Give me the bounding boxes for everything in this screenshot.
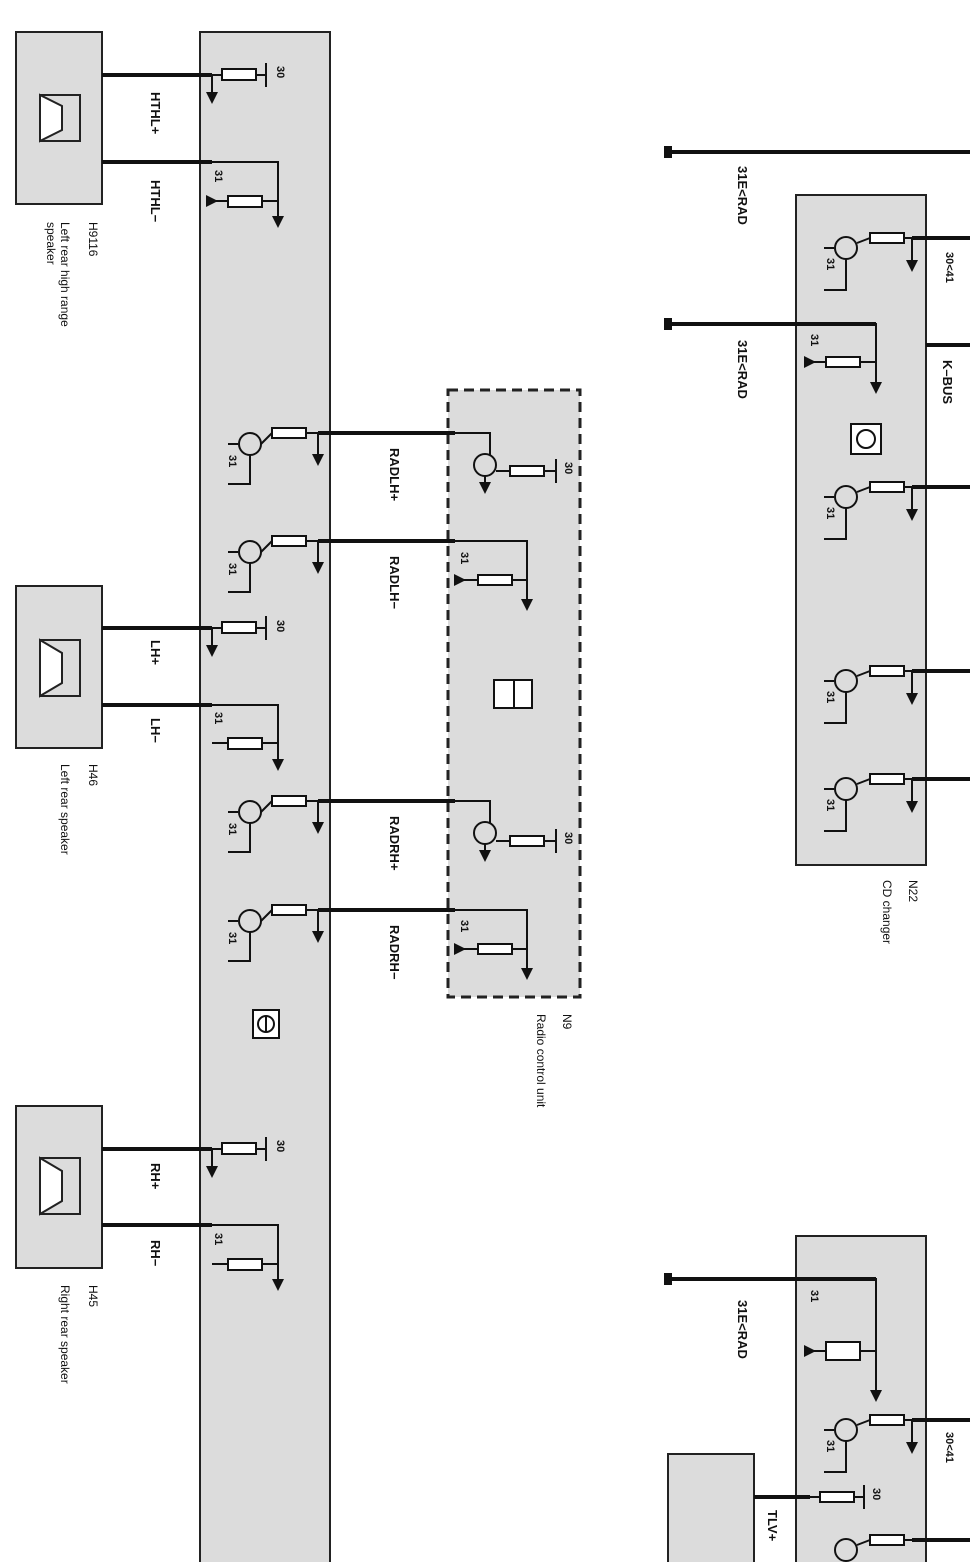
tlv-component-block — [667, 1453, 755, 1562]
pin-30-label: 30 — [274, 620, 286, 633]
cd-changer-wires — [668, 150, 970, 781]
signal-radrh-plus: RADRH+ — [387, 816, 402, 871]
h45-name: Right rear speaker — [58, 1285, 72, 1384]
amp-symbol-icon — [252, 1009, 280, 1039]
signal-lh-plus: LH+ — [148, 640, 163, 665]
speaker-h45 — [15, 1105, 103, 1269]
signal-31e-rad-1: 31E<RAD — [735, 166, 750, 225]
pin-30-label: 30 — [274, 66, 286, 79]
signal-lh-minus: LH− — [148, 718, 163, 743]
n9-name: Radio control unit — [534, 1014, 548, 1108]
signal-31e-rad-2: 31E<RAD — [735, 340, 750, 399]
signal-30-41-b: 30<41 — [943, 1432, 955, 1463]
pin-31-label: 31 — [808, 334, 820, 347]
h9116-name-2: speaker — [44, 222, 58, 265]
ground-terminals — [664, 146, 672, 1285]
pin-31-label: 31 — [226, 455, 238, 468]
pin-31-label: 31 — [824, 507, 836, 520]
pin-31-label: 31 — [212, 1233, 224, 1246]
n22-name: CD changer — [880, 880, 894, 945]
n22-code: N22 — [906, 880, 920, 903]
h9116-code: H9116 — [86, 222, 100, 257]
pin-31-label: 31 — [212, 712, 224, 725]
signal-hthl-minus: HTHL− — [148, 180, 163, 223]
signal-radlh-minus: RADLH− — [387, 556, 402, 610]
lower-right-internals — [796, 1278, 918, 1562]
pin-31-label: 31 — [212, 170, 224, 183]
radio-wires — [318, 431, 455, 912]
radio-internals — [454, 432, 557, 980]
pin-31-label: 31 — [226, 823, 238, 836]
signal-radlh-plus: RADLH+ — [387, 448, 402, 502]
pin-30-label: 30 — [870, 1488, 882, 1501]
pin-31-label: 31 — [226, 932, 238, 945]
signal-31e-rad-3: 31E<RAD — [735, 1300, 750, 1359]
pin-30-label: 30 — [562, 832, 574, 845]
signal-hthl-plus: HTHL+ — [148, 92, 163, 135]
n9-code: N9 — [560, 1014, 574, 1030]
pin-31-label: 31 — [458, 552, 470, 565]
pin-30-label: 30 — [562, 462, 574, 475]
signal-30-41-a: 30<41 — [943, 252, 955, 283]
pin-31-label: 31 — [226, 563, 238, 576]
pin-31-label: 31 — [824, 1440, 836, 1453]
signal-rh-minus: RH− — [148, 1240, 163, 1267]
speaker-h46 — [15, 585, 103, 749]
speaker-h9116 — [15, 31, 103, 205]
amp-transistors — [228, 427, 324, 962]
h45-code: H45 — [86, 1285, 100, 1308]
h46-code: H46 — [86, 764, 100, 787]
pin-30-label: 30 — [274, 1140, 286, 1153]
pin-31-label: 31 — [808, 1290, 820, 1303]
signal-kbus: K–BUS — [940, 360, 955, 405]
pin-31-leads — [206, 161, 284, 1291]
pin-31-label: 31 — [458, 920, 470, 933]
pin-30-leads — [206, 63, 267, 1178]
amplifier-block — [199, 31, 331, 1562]
cd-changer-block — [795, 194, 927, 866]
h46-name: Left rear speaker — [58, 764, 72, 855]
signal-rh-plus: RH+ — [148, 1163, 163, 1190]
lower-right-block — [795, 1235, 927, 1562]
cd-changer-internals — [796, 232, 918, 832]
pin-31-label: 31 — [824, 799, 836, 812]
pin-31-label: 31 — [824, 258, 836, 271]
pin-31-label: 31 — [824, 691, 836, 704]
h9116-name: Left rear high range — [58, 222, 72, 327]
signal-radrh-minus: RADRH− — [387, 925, 402, 980]
signal-tlv-plus: TLV+ — [765, 1510, 780, 1542]
speaker-wires — [102, 73, 212, 1227]
